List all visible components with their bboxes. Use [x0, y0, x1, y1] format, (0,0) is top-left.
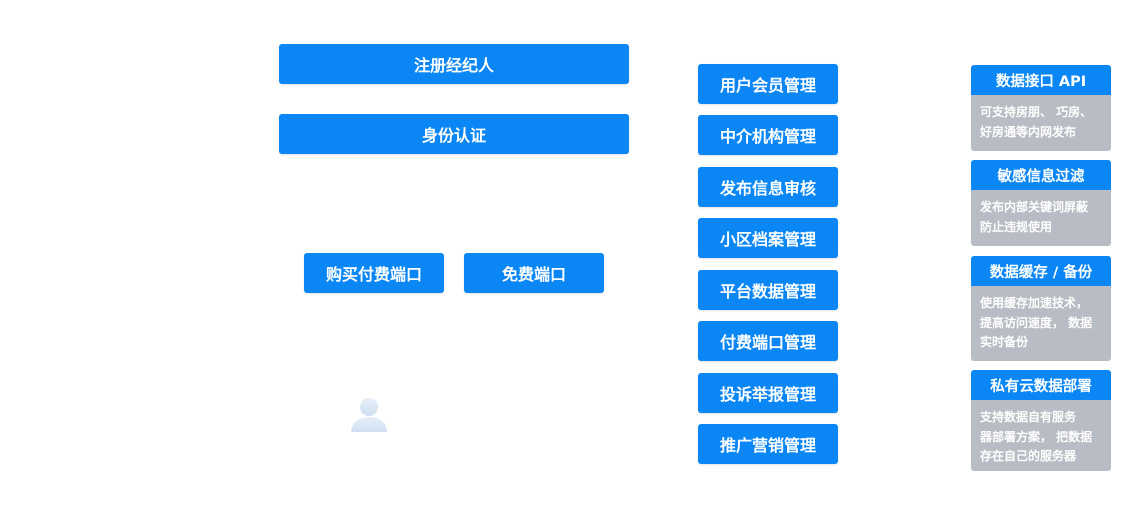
- register-broker-button[interactable]: 注册经纪人: [279, 44, 629, 84]
- free-port-button[interactable]: 免费端口: [464, 253, 604, 293]
- card-title: 敏感信息过滤: [971, 160, 1111, 190]
- feature-card-api: 数据接口 API 可支持房朋、 巧房、 好房通等内网发布: [971, 65, 1111, 151]
- feature-card-filter: 敏感信息过滤 发布内部关键词屏蔽 防止违规使用: [971, 160, 1111, 246]
- paid-port-management-button[interactable]: 付费端口管理: [698, 321, 838, 361]
- card-description: 发布内部关键词屏蔽 防止违规使用: [971, 190, 1111, 246]
- community-archive-management-button[interactable]: 小区档案管理: [698, 218, 838, 258]
- promotion-management-button[interactable]: 推广营销管理: [698, 424, 838, 464]
- card-line: 存在自己的服务器: [980, 449, 1077, 463]
- card-description: 可支持房朋、 巧房、 好房通等内网发布: [971, 95, 1111, 151]
- card-line: 支持数据自有服务: [980, 410, 1077, 424]
- card-line: 实时备份: [980, 335, 1029, 349]
- user-member-management-button[interactable]: 用户会员管理: [698, 64, 838, 104]
- card-title: 私有云数据部署: [971, 370, 1111, 400]
- card-line: 器部署方案， 把数据: [980, 429, 1093, 444]
- agency-management-button[interactable]: 中介机构管理: [698, 115, 838, 155]
- card-line: 防止违规使用: [980, 219, 1053, 234]
- card-line: 好房通等内网发布: [980, 124, 1077, 139]
- platform-data-management-button[interactable]: 平台数据管理: [698, 270, 838, 310]
- card-title: 数据接口 API: [971, 65, 1111, 95]
- card-line: 可支持房朋、 巧房、: [980, 105, 1093, 119]
- card-description: 支持数据自有服务 器部署方案， 把数据 存在自己的服务器: [971, 400, 1111, 471]
- identity-verification-button[interactable]: 身份认证: [279, 114, 629, 154]
- card-line: 使用缓存加速技术，: [980, 296, 1089, 310]
- user-silhouette-icon: [350, 396, 388, 432]
- buy-paid-port-button[interactable]: 购买付费端口: [304, 253, 444, 293]
- card-line: 发布内部关键词屏蔽: [980, 200, 1089, 214]
- card-description: 使用缓存加速技术， 提高访问速度， 数据 实时备份: [971, 286, 1111, 361]
- publish-review-button[interactable]: 发布信息审核: [698, 167, 838, 207]
- feature-card-cache: 数据缓存 / 备份 使用缓存加速技术， 提高访问速度， 数据 实时备份: [971, 256, 1111, 361]
- card-line: 提高访问速度， 数据: [980, 315, 1093, 330]
- card-title: 数据缓存 / 备份: [971, 256, 1111, 286]
- complaint-management-button[interactable]: 投诉举报管理: [698, 373, 838, 413]
- feature-card-private-cloud: 私有云数据部署 支持数据自有服务 器部署方案， 把数据 存在自己的服务器: [971, 370, 1111, 471]
